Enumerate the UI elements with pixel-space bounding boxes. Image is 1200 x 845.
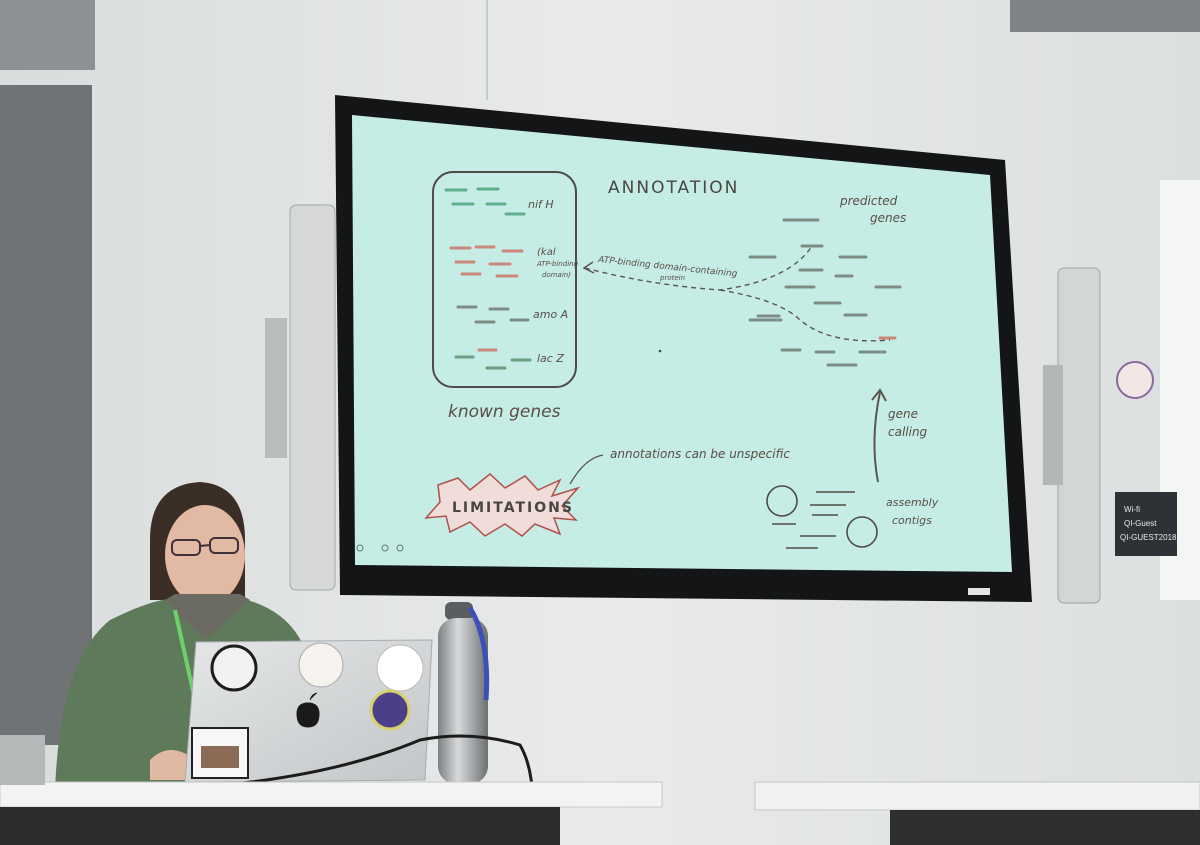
gene-label-nifh: nif H [528,198,554,211]
limitations-note: annotations can be unspecific [610,447,790,461]
apple-logo-icon [296,692,320,728]
right-speaker [1057,267,1101,604]
assembly-label-2: contigs [892,514,932,527]
presenter-face [165,505,245,605]
contig-circle [846,516,878,548]
penguin-sticker [210,644,258,692]
wifi-sign-line-2: QI-Guest [1124,519,1157,528]
left-pillar [0,85,92,745]
right-speaker-bracket [1043,365,1063,485]
left-speaker [289,204,336,591]
limitations-label: LIMITATIONS [452,500,574,516]
wifi-sign [1115,492,1177,556]
annotation-dashed-arrow [584,245,813,291]
ceiling-right [1010,0,1200,32]
bottle-strap [467,606,490,701]
purple-logo-sticker [369,689,411,731]
gene-calling-arrow [873,391,881,483]
known-genes-box [432,171,577,388]
chair-back [0,735,45,785]
front-desk-right [754,781,1200,811]
predicted-gene-bars [748,218,902,367]
gene-calling-label-2: calling [888,425,928,439]
nav-forward-icon[interactable] [396,544,404,552]
wall-seam [486,0,488,100]
gene-calling-label-1: gene [888,407,918,421]
screen-dot [658,349,662,353]
ceiling-left [0,0,95,70]
badge-card-photo [201,746,239,768]
handwritten-sticker [298,642,344,688]
screen-brand-label [968,588,990,595]
left-speaker-bracket [265,318,287,458]
presenter-collar [165,594,250,640]
predicted-genes-label-1: predicted [839,194,898,208]
gene-label-domain: domain) [542,271,571,279]
front-desk-left [0,781,663,808]
arrow-head-icon [582,261,595,274]
water-bottle [438,618,488,784]
gene-calling-arrowhead-icon [871,388,887,402]
glasses-bridge [199,544,211,547]
gene-label-amoa: amo A [533,308,568,321]
assembly-contigs [766,485,878,549]
predicted-genes-label-2: genes [870,211,906,225]
glasses-icon [171,539,201,556]
limitations-burst [424,473,581,537]
annotation-dashed-branch [719,289,891,342]
institute-sticker [376,644,424,692]
gene-label-lacz: lac Z [537,352,564,365]
limitations-pointer [569,454,604,485]
assembly-label-1: assembly [886,496,939,509]
slide-nav-icons[interactable] [356,544,404,552]
nav-back-icon[interactable] [356,544,364,552]
arrow-label-2: protein [659,274,685,282]
known-genes-label: known genes [448,402,561,422]
wifi-sign-line-3: QI-GUEST2018 [1120,533,1177,542]
screen-surface [352,115,1012,572]
wall-sticker [1116,361,1154,399]
front-desk-right-shadow [890,810,1200,845]
nav-pen-icon[interactable] [381,544,389,552]
lanyard [173,609,197,701]
bottle-cap [445,602,473,620]
contig-circle [766,485,798,517]
known-gene-bars [444,187,532,370]
wifi-sign-line-1: Wi-fi [1124,505,1140,514]
gene-label-kal: (kal [537,247,556,258]
gene-label-atp: ATP-binding [536,260,579,268]
presenter-hand [150,750,195,780]
front-desk-left-shadow [0,807,560,845]
slide-title: ANNOTATION [608,178,739,198]
